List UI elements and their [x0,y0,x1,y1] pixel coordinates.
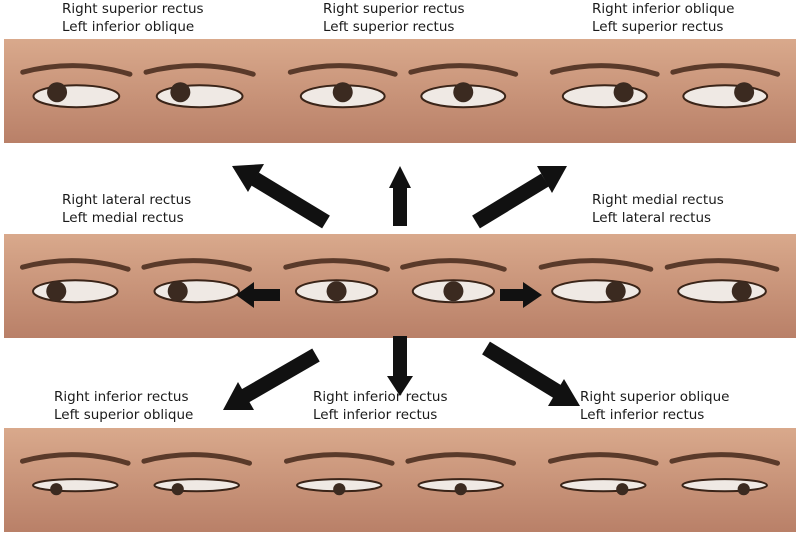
iris [332,82,353,103]
photo-left-gaze [522,234,796,338]
eye-photo [272,39,534,143]
label-line: Left inferior rectus [313,407,438,423]
label-line: Right medial rectus [592,192,724,208]
eyebrow [538,258,654,272]
eye-photo [532,428,796,532]
eye-photo [268,428,532,532]
iris [170,82,191,103]
arrow-down [387,336,413,396]
photo-down-left-gaze [532,428,796,532]
eyebrow [408,63,519,77]
arrow-right [500,282,542,308]
iris [326,281,347,302]
label-line: Left superior oblique [54,407,194,423]
label-line: Right lateral rectus [62,192,192,208]
eye-photo [268,234,522,338]
eyebrow [669,452,781,466]
label-bottom-center: Right inferior rectus Left inferior rect… [313,388,447,424]
photo-up-gaze [272,39,534,143]
eye-photo [4,428,268,532]
iris [454,483,467,496]
label-line: Left superior rectus [323,19,455,35]
iris [613,82,634,103]
iris [50,483,63,496]
eyebrow [283,258,390,272]
eyebrow [20,63,133,77]
label-line: Left inferior oblique [62,19,195,35]
iris [46,281,67,302]
eyebrow [143,63,256,77]
arrow-up [389,166,411,226]
eyebrow [141,452,253,466]
iris [443,281,464,302]
label-line: Left medial rectus [62,210,184,226]
label-middle-left: Right lateral rectus Left medial rectus [62,191,191,227]
eyebrow [670,63,781,77]
label-bottom-left: Right inferior rectus Left superior obli… [54,388,193,424]
eyebrow [405,452,517,466]
label-middle-right: Right medial rectus Left lateral rectus [592,191,724,227]
photo-down-right-gaze [4,428,268,532]
label-line: Right inferior oblique [592,1,735,17]
arrow-down-right [482,341,580,406]
photo-down-gaze [268,428,532,532]
label-line: Left inferior rectus [580,407,705,423]
label-line: Right inferior rectus [54,389,189,405]
iris [333,483,346,496]
eyebrow [400,258,507,272]
eye-photo [4,39,272,143]
iris [171,483,184,496]
photo-right-gaze [4,234,268,338]
label-line: Right superior rectus [323,1,465,17]
iris [167,281,188,302]
iris [605,281,626,302]
label-top-right: Right inferior oblique Left superior rec… [592,0,734,36]
eyebrow [549,63,660,77]
arrow-up-left [232,164,330,229]
iris [453,82,474,103]
eye-photo [4,234,268,338]
photo-up-right-gaze [4,39,272,143]
eyebrow [283,452,395,466]
label-line: Left superior rectus [592,19,724,35]
photo-up-left-gaze [534,39,796,143]
photo-primary-gaze [268,234,522,338]
iris [731,281,752,302]
arrow-left [236,282,280,308]
eye-photo [522,234,796,338]
eyebrow [19,452,131,466]
arrow-up-right [472,166,567,229]
eyebrow [547,452,659,466]
eye-photo [534,39,796,143]
label-top-left: Right superior rectus Left inferior obli… [62,0,204,36]
eyebrow [287,63,398,77]
label-line: Right inferior rectus [313,389,448,405]
label-bottom-right: Right superior oblique Left inferior rec… [580,388,729,424]
label-top-center: Right superior rectus Left superior rect… [323,0,465,36]
label-line: Right superior oblique [580,389,730,405]
eyebrow [141,258,253,272]
eyebrow [19,258,131,272]
iris [734,82,755,103]
iris [616,483,629,496]
iris [737,483,750,496]
eyebrow [664,258,780,272]
arrow-down-left [223,348,320,410]
label-line: Left lateral rectus [592,210,712,226]
iris [47,82,68,103]
label-line: Right superior rectus [62,1,204,17]
